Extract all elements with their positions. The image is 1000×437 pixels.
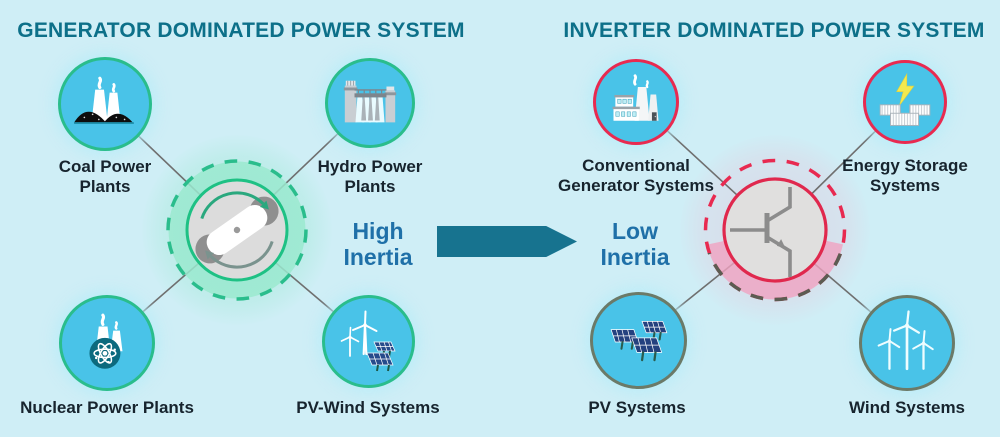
synchronous-generator-hub bbox=[166, 159, 308, 301]
battery-storage-icon bbox=[879, 72, 931, 126]
right-arrow-icon bbox=[437, 226, 577, 257]
label-conventional-generator-systems: Conventional Generator Systems bbox=[558, 156, 714, 196]
rotation-arrow-bottom bbox=[209, 240, 274, 269]
node-nuclear-power-plants bbox=[59, 295, 155, 391]
label-nuclear-power-plants: Nuclear Power Plants bbox=[20, 398, 194, 417]
coal-plant-icon bbox=[74, 76, 134, 125]
solar-panels-icon bbox=[610, 320, 667, 361]
node-pv-systems bbox=[590, 292, 687, 389]
wind-turbines-icon bbox=[877, 310, 934, 371]
node-hydro-power-plants bbox=[325, 58, 415, 148]
hydro-dam-icon bbox=[343, 80, 397, 123]
pv-wind-icon bbox=[340, 310, 396, 371]
label-energy-storage-systems: Energy Storage Systems bbox=[842, 156, 968, 196]
high-inertia-label: High Inertia bbox=[343, 218, 413, 270]
transistor-icon bbox=[730, 187, 792, 277]
label-hydro-power-plants: Hydro Power Plants bbox=[317, 157, 423, 197]
node-conventional-generator-systems bbox=[593, 59, 679, 145]
nuclear-plant-icon bbox=[89, 313, 123, 369]
node-pv-wind-systems bbox=[322, 295, 415, 388]
inverter-hub bbox=[703, 158, 847, 302]
left-panel-title: GENERATOR DOMINATED POWER SYSTEM bbox=[17, 19, 465, 42]
label-coal-power-plants: Coal Power Plants bbox=[58, 157, 152, 197]
low-inertia-label: Low Inertia bbox=[600, 218, 670, 270]
rotation-arrow-top bbox=[200, 191, 265, 220]
label-pv-systems: PV Systems bbox=[588, 398, 686, 417]
factory-icon bbox=[612, 74, 659, 121]
node-energy-storage-systems bbox=[863, 60, 947, 144]
right-panel-title: INVERTER DOMINATED POWER SYSTEM bbox=[563, 19, 985, 42]
node-wind-systems bbox=[859, 295, 955, 391]
label-pv-wind-systems: PV-Wind Systems bbox=[296, 398, 440, 417]
label-wind-systems: Wind Systems bbox=[848, 398, 966, 417]
node-coal-power-plants bbox=[58, 57, 152, 151]
rotating-mass-icon bbox=[195, 196, 279, 264]
